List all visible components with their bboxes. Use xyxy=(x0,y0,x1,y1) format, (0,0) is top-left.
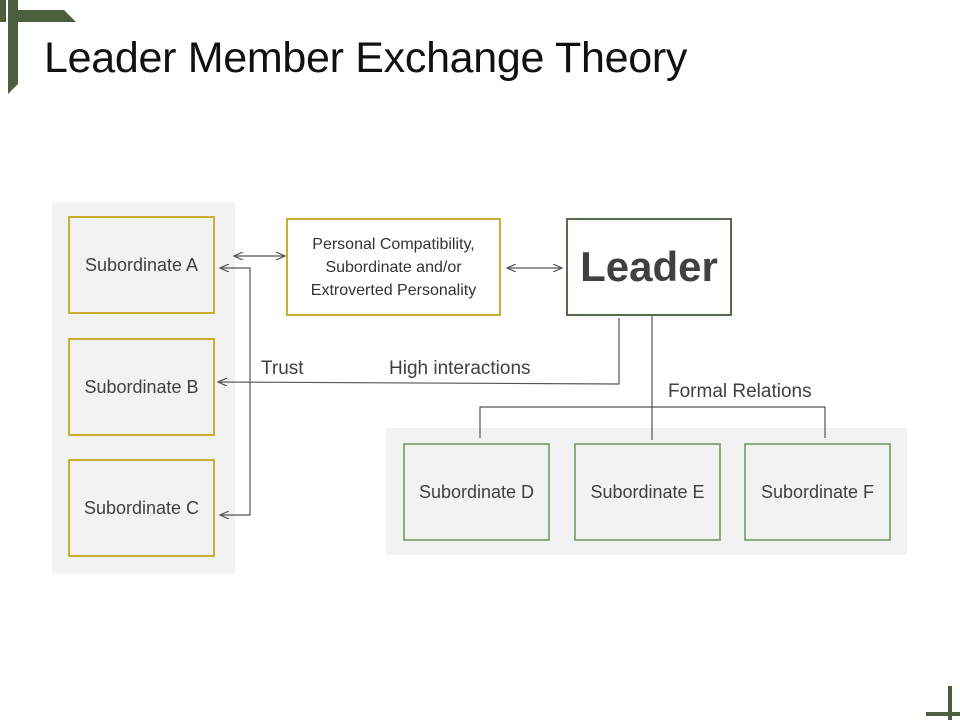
trust-bracket xyxy=(220,268,251,515)
subordinate-c-label: Subordinate C xyxy=(83,497,200,518)
subordinate-f-box: Subordinate F xyxy=(744,443,891,541)
corner-decoration-top-left xyxy=(0,0,80,95)
compatibility-box: Personal Compatibility, Subordinate and/… xyxy=(286,218,501,316)
subordinate-e-label: Subordinate E xyxy=(590,481,705,502)
subordinate-d-label: Subordinate D xyxy=(418,481,535,502)
formal-relations-line xyxy=(479,406,826,438)
formal-relations-label: Formal Relations xyxy=(668,381,812,402)
high-interactions-label: High interactions xyxy=(389,358,531,379)
subordinate-f-label: Subordinate F xyxy=(760,481,875,502)
corner-decoration-bottom-right xyxy=(920,682,960,720)
subordinate-b-label: Subordinate B xyxy=(84,376,199,397)
leader-box: Leader xyxy=(566,218,732,316)
subordinate-b-box: Subordinate B xyxy=(68,338,215,436)
trust-label: Trust xyxy=(261,358,304,379)
compatibility-line-2: Subordinate and/or xyxy=(325,258,462,276)
subordinate-d-box: Subordinate D xyxy=(403,443,550,541)
subordinate-a-box: Subordinate A xyxy=(68,216,215,314)
compatibility-line-3: Extroverted Personality xyxy=(310,281,477,299)
page-title: Leader Member Exchange Theory xyxy=(44,34,688,82)
subordinate-a-label: Subordinate A xyxy=(84,254,199,275)
compatibility-line-1: Personal Compatibility, xyxy=(312,235,475,253)
leader-label: Leader xyxy=(580,243,718,290)
subordinate-c-box: Subordinate C xyxy=(68,459,215,557)
high-interactions-arrow xyxy=(218,318,620,384)
subordinate-e-box: Subordinate E xyxy=(574,443,721,541)
